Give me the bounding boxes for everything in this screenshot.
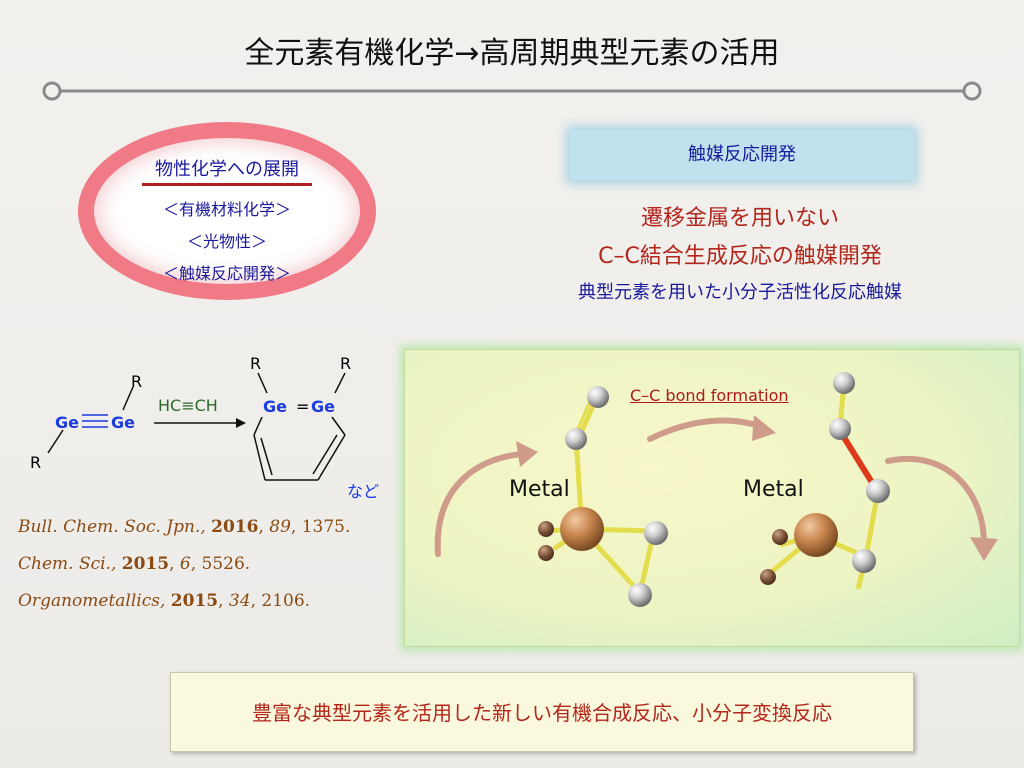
- title-divider: [42, 81, 982, 101]
- reference-2: Chem. Sci., 2015, 6, 5526.: [18, 554, 251, 574]
- product-r-left: R: [250, 354, 262, 373]
- reference-1: Bull. Chem. Soc. Jpn., 2016, 89, 1375.: [18, 517, 351, 537]
- reference-1-journal: Bull. Chem. Soc. Jpn.,: [18, 517, 206, 537]
- metal-label-right: Metal: [743, 477, 804, 502]
- reagent-acetylene: HC≡CH: [158, 396, 218, 415]
- metal-label-left: Metal: [509, 477, 570, 502]
- reference-2-volume: 6: [179, 554, 191, 574]
- reference-3-page: 2106.: [261, 591, 311, 611]
- reference-1-volume: 89: [269, 517, 291, 537]
- reference-1-year: 2016: [211, 517, 259, 537]
- oval-item-catalysis: ＜触媒反応開発＞: [162, 264, 291, 283]
- product-ge-right: Ge: [311, 397, 335, 416]
- catalyst-line-cc-coupling: C–C結合生成反応の触媒開発: [598, 244, 882, 269]
- product-double-bond: =: [296, 397, 310, 416]
- reactant-ge-left: Ge: [55, 413, 79, 432]
- reference-3-year: 2015: [170, 591, 219, 611]
- reference-2-page: 5526.: [201, 554, 251, 574]
- product-r-right: R: [340, 354, 352, 373]
- reactant-r-top: R: [131, 372, 143, 391]
- oval-heading-underline: [142, 183, 312, 186]
- reactant-ge-right: Ge: [111, 413, 135, 432]
- slide-title: 全元素有機化学→高周期典型元素の活用: [244, 36, 780, 71]
- mechanism-illustration: [434, 372, 998, 607]
- reference-2-year: 2015: [121, 554, 170, 574]
- reference-3-volume: 34: [228, 591, 251, 611]
- cc-bond-formation-label: C–C bond formation: [630, 386, 789, 405]
- reference-2-journal: Chem. Sci.,: [18, 554, 117, 574]
- oval-heading: 物性化学への展開: [155, 159, 299, 180]
- oval-item-organic-materials: ＜有機材料化学＞: [162, 200, 291, 219]
- summary-box: 豊富な典型元素を活用した新しい有機合成反応、小分子変換反応: [170, 672, 914, 752]
- reactant-r-bottom: R: [30, 453, 42, 472]
- etc-label: など: [347, 482, 380, 501]
- reference-1-page: 1375.: [301, 517, 351, 537]
- catalyst-line-main-group: 典型元素を用いた小分子活性化反応触媒: [578, 282, 902, 303]
- reference-3-journal: Organometallics,: [18, 591, 166, 611]
- mechanism-panel: [404, 349, 1020, 647]
- product-ge-left: Ge: [263, 397, 287, 416]
- oval-item-photophysics: ＜光物性＞: [186, 232, 267, 251]
- reference-3: Organometallics, 2015, 34, 2106.: [18, 591, 311, 611]
- catalyst-line-no-transition-metal: 遷移金属を用いない: [640, 206, 839, 231]
- catalyst-development-box: 触媒反応開発: [570, 130, 914, 180]
- reaction-scheme: [47, 372, 346, 481]
